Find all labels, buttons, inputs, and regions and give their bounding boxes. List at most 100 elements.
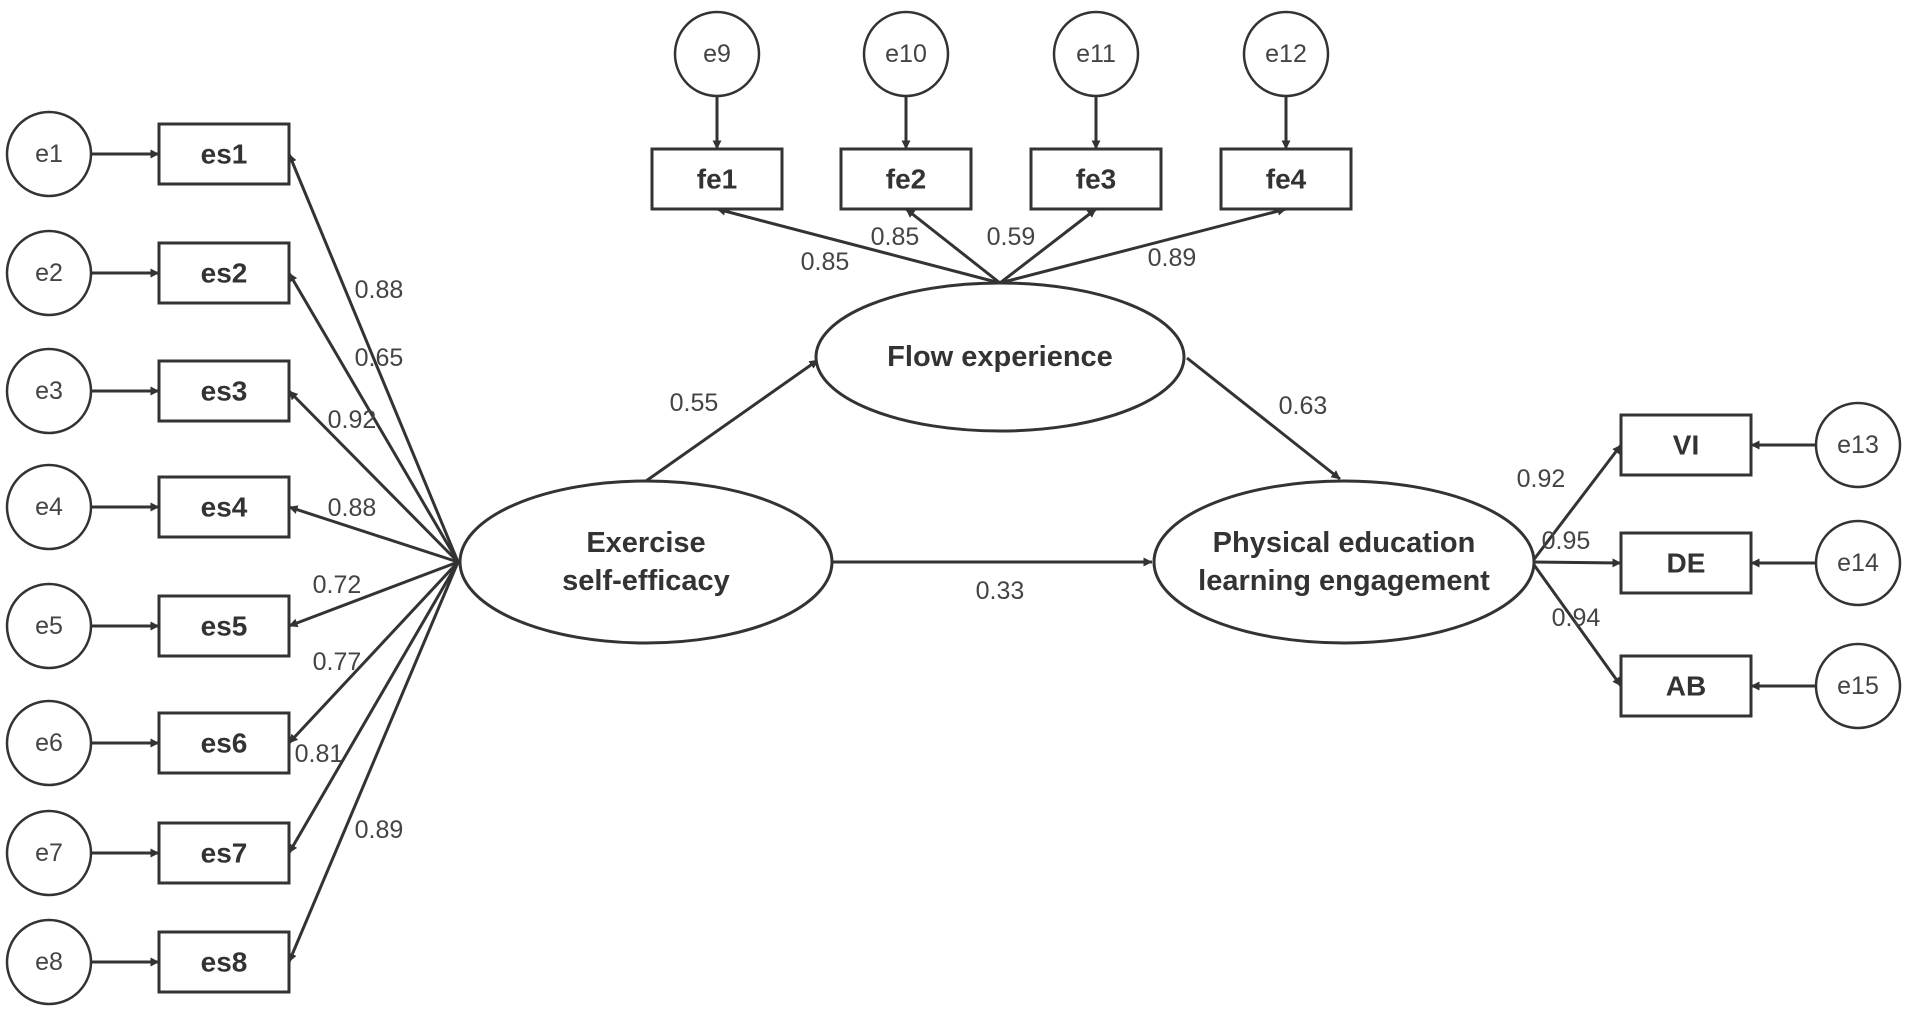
indicator-es7-box xyxy=(157,821,291,885)
loading-path-es2 xyxy=(287,272,460,563)
latent-flow-experience-label-line-1: Flow experience xyxy=(887,341,1113,373)
loading-path-ab xyxy=(1530,561,1623,687)
indicator-es8: es8 xyxy=(157,930,291,994)
indicator-fe3-box xyxy=(1029,147,1163,211)
indicator-es1: es1 xyxy=(157,122,291,186)
loading-path-es8 xyxy=(287,561,460,963)
error-label: e2 xyxy=(35,259,63,287)
error-label: e9 xyxy=(703,40,731,68)
error-term-e9: e9 xyxy=(673,10,761,98)
loading-path-vi-line xyxy=(1530,444,1623,563)
paths-layer xyxy=(91,96,1816,967)
indicator-es6-label: es6 xyxy=(201,728,248,759)
loading-path-fe2-line xyxy=(905,207,1001,285)
indicator-es5: es5 xyxy=(157,594,291,658)
loading-label-ab: 0.94 xyxy=(1552,604,1601,632)
latent-flow-experience: Flow experience xyxy=(814,281,1186,433)
error-circle xyxy=(862,10,950,98)
loading-path-fe1-line xyxy=(716,206,1001,285)
indicator-ab: AB xyxy=(1619,654,1753,718)
indicator-es7: es7 xyxy=(157,821,291,885)
indicator-de-label: DE xyxy=(1667,548,1706,579)
indicator-es4: es4 xyxy=(157,475,291,539)
loading-path-es8-line xyxy=(287,561,460,963)
indicator-fe2: fe2 xyxy=(839,147,973,211)
indicator-es7-label: es7 xyxy=(201,838,248,869)
loading-path-es4 xyxy=(288,505,459,564)
error-term-e15: e15 xyxy=(1814,642,1902,730)
loading-label-fe2: 0.85 xyxy=(871,223,920,251)
indicator-fe3: fe3 xyxy=(1029,147,1163,211)
indicator-es2-box xyxy=(157,241,291,305)
indicator-es5-label: es5 xyxy=(201,611,248,642)
indicator-fe4-label: fe4 xyxy=(1266,164,1307,195)
indicator-ab-box xyxy=(1619,654,1753,718)
structural-label-ese-to-fe: 0.55 xyxy=(670,389,719,417)
error-label: e1 xyxy=(35,140,63,168)
indicator-es5-box xyxy=(157,594,291,658)
structural-path-ese-to-fe-line xyxy=(645,358,819,483)
error-term-e11: e11 xyxy=(1052,10,1140,98)
loading-path-es3-line xyxy=(287,389,460,564)
error-label: e15 xyxy=(1837,672,1879,700)
indicator-fe4: fe4 xyxy=(1219,147,1353,211)
error-label: e6 xyxy=(35,729,63,757)
error-circle xyxy=(5,809,93,897)
latent-pe-learning-engagement-label-line-2: learning engagement xyxy=(1198,565,1490,597)
error-label: e10 xyxy=(885,40,927,68)
structural-path-ese-to-fe xyxy=(645,358,819,483)
indicator-es2-label: es2 xyxy=(201,258,248,289)
loading-path-es4-line xyxy=(288,505,459,564)
loading-label-es3: 0.92 xyxy=(328,406,377,434)
indicator-fe1-box xyxy=(650,147,784,211)
error-term-e7: e7 xyxy=(5,809,93,897)
indicator-vi-box xyxy=(1619,413,1753,477)
error-label: e3 xyxy=(35,377,63,405)
error-label: e12 xyxy=(1265,40,1307,68)
loading-path-fe2 xyxy=(905,207,1001,285)
indicator-fe4-box xyxy=(1219,147,1353,211)
loading-label-vi: 0.92 xyxy=(1517,465,1566,493)
indicator-es3: es3 xyxy=(157,359,291,423)
loading-label-es1: 0.88 xyxy=(355,276,404,304)
loading-label-es8: 0.89 xyxy=(355,816,404,844)
indicator-es6-box xyxy=(157,711,291,775)
indicator-es3-box xyxy=(157,359,291,423)
error-label: e11 xyxy=(1076,40,1116,68)
error-term-e3: e3 xyxy=(5,347,93,435)
loading-label-fe1: 0.85 xyxy=(801,248,850,276)
indicator-es1-box xyxy=(157,122,291,186)
loading-path-es2-line xyxy=(287,272,460,563)
error-label: e7 xyxy=(35,839,63,867)
loading-label-es4: 0.88 xyxy=(328,494,377,522)
latent-pe-learning-engagement-label-line-1: Physical education xyxy=(1213,527,1476,559)
loading-path-es3 xyxy=(287,389,460,564)
error-term-e5: e5 xyxy=(5,582,93,670)
indicator-es2: es2 xyxy=(157,241,291,305)
loading-path-de xyxy=(1531,558,1622,568)
latent-flow-experience-ellipse xyxy=(814,281,1186,433)
loading-label-fe4: 0.89 xyxy=(1148,244,1197,272)
loading-path-fe1 xyxy=(716,206,1001,285)
indicator-de: DE xyxy=(1619,531,1753,595)
error-term-e10: e10 xyxy=(862,10,950,98)
structural-path-fe-to-pele xyxy=(1186,356,1341,481)
indicator-es4-label: es4 xyxy=(201,492,248,523)
error-term-e12: e12 xyxy=(1242,10,1330,98)
indicator-es3-label: es3 xyxy=(201,376,248,407)
loading-path-es1 xyxy=(287,153,460,563)
error-circle xyxy=(5,110,93,198)
latent-exercise-self-efficacy-ellipse xyxy=(458,479,834,645)
error-term-e8: e8 xyxy=(5,918,93,1006)
error-term-e6: e6 xyxy=(5,699,93,787)
loading-label-es2: 0.65 xyxy=(355,344,404,372)
coefficient-labels-layer: 0.880.650.920.880.720.770.810.890.850.85… xyxy=(295,223,1601,844)
error-term-e14: e14 xyxy=(1814,519,1902,607)
latent-exercise-self-efficacy-label-line-1: Exercise xyxy=(586,527,705,559)
latent-pe-learning-engagement: Physical education learning engagement xyxy=(1152,479,1536,645)
error-term-e4: e4 xyxy=(5,463,93,551)
loading-path-vi xyxy=(1530,444,1623,563)
error-circle xyxy=(1052,10,1140,98)
error-term-e13: e13 xyxy=(1814,401,1902,489)
